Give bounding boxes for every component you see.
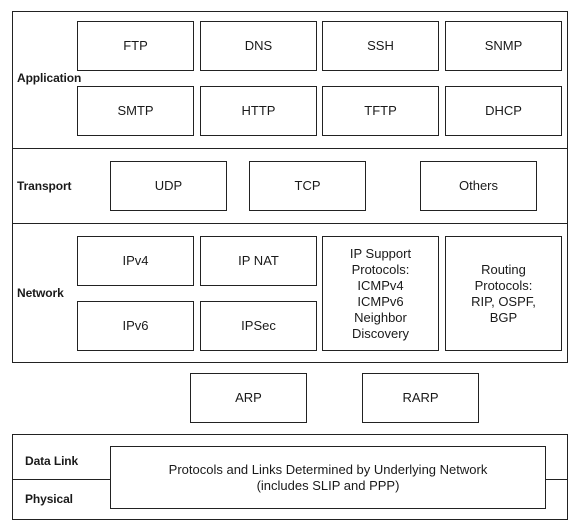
ip-support-protocols-box: IP Support Protocols: ICMPv4 ICMPv6 Neig… xyxy=(322,236,439,351)
underlying-network-box: Protocols and Links Determined by Underl… xyxy=(110,446,546,509)
application-layer: Application FTP DNS SSH SNMP SMTP HTTP T… xyxy=(12,11,568,149)
network-layer-label: Network xyxy=(17,286,64,300)
protocol-dns: DNS xyxy=(200,21,317,71)
protocol-arp: ARP xyxy=(190,373,307,423)
protocol-ipsec: IPSec xyxy=(200,301,317,351)
protocol-tftp: TFTP xyxy=(322,86,439,136)
protocol-ip-nat: IP NAT xyxy=(200,236,317,286)
datalink-physical-layer: Data Link Physical Protocols and Links D… xyxy=(12,434,568,520)
protocol-rarp: RARP xyxy=(362,373,479,423)
physical-layer-label: Physical xyxy=(25,492,73,506)
network-layer: Network IPv4 IP NAT IPv6 IPSec IP Suppor… xyxy=(12,223,568,363)
transport-layer-label: Transport xyxy=(17,179,72,193)
protocol-ipv4: IPv4 xyxy=(77,236,194,286)
protocol-ftp: FTP xyxy=(77,21,194,71)
transport-layer: Transport UDP TCP Others xyxy=(12,148,568,224)
protocol-udp: UDP xyxy=(110,161,227,211)
protocol-smtp: SMTP xyxy=(77,86,194,136)
protocol-dhcp: DHCP xyxy=(445,86,562,136)
application-layer-label: Application xyxy=(17,71,82,85)
protocol-tcp: TCP xyxy=(249,161,366,211)
protocol-ssh: SSH xyxy=(322,21,439,71)
protocol-snmp: SNMP xyxy=(445,21,562,71)
routing-protocols-box: Routing Protocols: RIP, OSPF, BGP xyxy=(445,236,562,351)
protocol-others: Others xyxy=(420,161,537,211)
protocol-ipv6: IPv6 xyxy=(77,301,194,351)
protocol-http: HTTP xyxy=(200,86,317,136)
datalink-layer-label: Data Link xyxy=(25,454,79,468)
